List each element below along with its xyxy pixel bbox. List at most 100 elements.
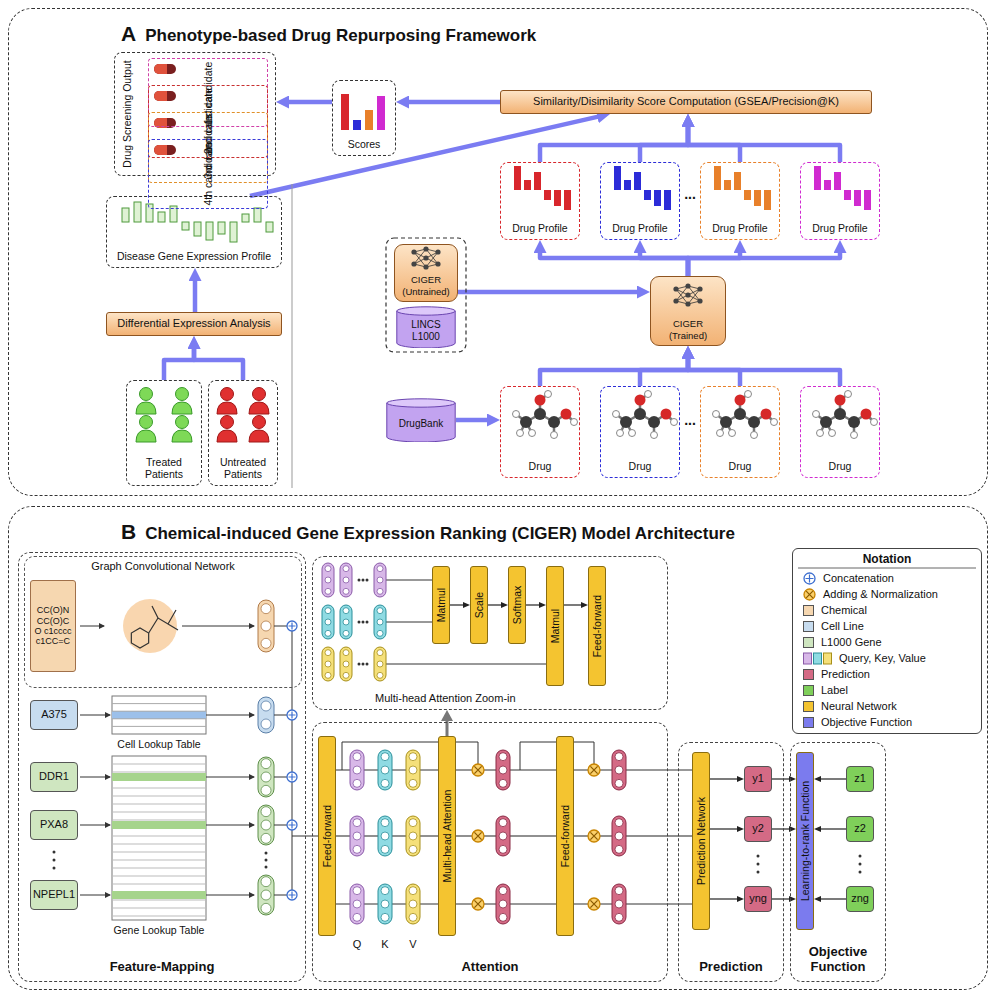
person-body — [249, 430, 269, 442]
pill — [154, 64, 176, 74]
vector-unit — [377, 661, 383, 667]
node-text: A — [121, 21, 136, 46]
text-area: Drug Screening Output — [115, 53, 139, 175]
vector — [612, 884, 626, 924]
flow-arrow — [80, 715, 110, 716]
oxygen-atom — [635, 395, 646, 406]
person-head — [140, 416, 153, 429]
flow-line — [112, 916, 206, 917]
vector-unit — [499, 766, 507, 774]
flow-arrow — [206, 715, 254, 716]
add-norm-symbol — [474, 832, 481, 839]
vector-unit — [377, 630, 383, 636]
person-head — [221, 416, 234, 429]
expression-bar — [554, 190, 561, 206]
cylinder-body — [387, 403, 455, 442]
flow-line — [112, 844, 206, 845]
pill-half — [154, 145, 167, 155]
process-box: Differential Expression Analysis — [106, 312, 282, 336]
text-area: Attention — [313, 723, 667, 981]
flow-line — [112, 812, 206, 813]
vector-unit — [409, 819, 417, 827]
figure-box: Drug — [800, 386, 880, 478]
ellipsis-dot — [757, 855, 760, 858]
legend-text: Neural Network — [821, 700, 897, 712]
molecules — [513, 391, 878, 439]
legend-text: Label — [821, 684, 848, 696]
node-text: B — [121, 519, 136, 544]
flow-arrow — [688, 126, 840, 162]
text-area: y1 — [745, 767, 771, 791]
legend-item: Label — [803, 683, 848, 697]
vector-unit — [261, 785, 271, 795]
hydrogen-atom — [671, 419, 678, 426]
vector-unit — [261, 621, 271, 631]
token-box: y1 — [744, 766, 772, 792]
node-text: NPEPL1 — [33, 888, 75, 901]
module-box: Feature-MappingGraph Convolutional Netwo… — [18, 552, 306, 982]
module-box: Objective FunctionLearning-to-rank Funct… — [790, 742, 886, 982]
add-norm-symbol — [588, 764, 600, 776]
vector — [612, 750, 626, 790]
flow-line — [386, 622, 432, 623]
carbon-atom — [534, 408, 546, 420]
vector-unit — [615, 845, 623, 853]
expression-bar — [664, 190, 671, 210]
carbon-atom — [648, 416, 660, 428]
figure-box: Drug Profile — [600, 162, 680, 240]
hydrogen-atom — [545, 391, 552, 398]
flow-arrow — [640, 358, 688, 386]
vector-unit — [381, 753, 389, 761]
node-text: LINCS L1000 — [398, 319, 454, 343]
model-group — [386, 238, 466, 352]
flow-line — [112, 852, 206, 853]
text-area: Disease Gene Expression Profile — [107, 197, 281, 267]
concat-symbol — [289, 822, 296, 829]
oxygen-atom — [661, 409, 672, 420]
vector-unit — [325, 566, 331, 572]
vector — [406, 750, 420, 790]
vector — [496, 750, 510, 790]
node-text: zng — [851, 892, 869, 905]
node-text: Phenotype-based Drug Repurposing Framewo… — [145, 26, 536, 46]
vector-unit — [343, 608, 349, 614]
vector — [322, 563, 334, 597]
database-cylinder: LINCS L1000 — [396, 306, 456, 348]
hydrogen-atom — [617, 430, 624, 437]
vector-unit — [377, 672, 383, 678]
add-norm-symbol — [590, 900, 597, 907]
flow-line — [112, 804, 206, 805]
vector-unit — [377, 588, 383, 594]
token-box: PXA8 — [30, 810, 78, 840]
legend-text: Chemical — [821, 604, 867, 616]
network-unit — [697, 298, 702, 303]
flow-arrow — [80, 777, 110, 778]
vector — [258, 805, 274, 845]
layer-connector — [526, 604, 540, 605]
text-area: A Phenotype-based Drug Repurposing Framew… — [9, 9, 987, 46]
node-text: CIGER (Untrained) — [397, 274, 455, 297]
expression-bar — [744, 190, 751, 200]
hydrogen-atom — [517, 430, 524, 437]
vector — [406, 816, 420, 856]
cylinder-top — [397, 307, 455, 315]
legend-item: Chemical — [803, 603, 867, 617]
person-body — [172, 430, 192, 442]
network-unit — [411, 249, 416, 254]
vector-unit — [261, 719, 271, 729]
candidate-box: 4th candidate — [148, 139, 268, 209]
node-text: DrugBank — [399, 418, 443, 430]
carbon-atom — [834, 408, 846, 420]
text-area: Feed-forward — [557, 737, 573, 935]
token-box: NPEPL1 — [30, 880, 78, 910]
expression-bar — [614, 166, 621, 190]
text-area: Multi-head Attention Zoom-in — [313, 557, 667, 709]
text-area: zng — [847, 887, 873, 911]
vector-unit — [615, 753, 623, 761]
vector-unit — [325, 577, 331, 583]
vector — [350, 816, 364, 856]
node-text: Drug — [629, 460, 652, 473]
carbon-atom — [620, 416, 632, 428]
flow-line — [112, 900, 206, 901]
node-text: Similarity/Disimilarity Score Computatio… — [533, 95, 839, 108]
